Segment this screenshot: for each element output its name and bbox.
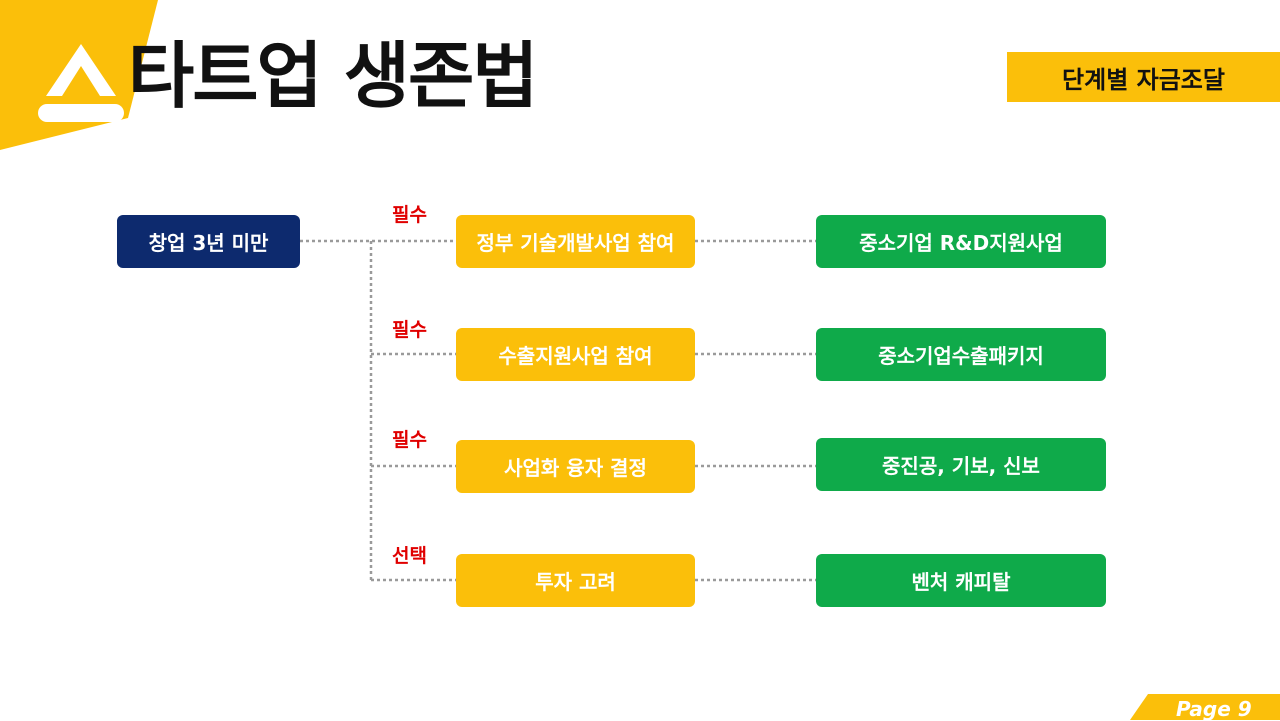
step-node: 투자 고려 xyxy=(456,554,695,607)
start-node: 창업 3년 미만 xyxy=(117,215,300,268)
program-node: 중진공, 기보, 신보 xyxy=(816,438,1106,491)
requirement-label: 선택 xyxy=(392,545,427,567)
page-title: 타트업 생존법 xyxy=(128,34,539,118)
requirement-label: 필수 xyxy=(392,429,427,451)
page-tab-shape xyxy=(1130,694,1280,720)
step-node: 정부 기술개발사업 참여 xyxy=(456,215,695,268)
program-node: 중소기업수출패키지 xyxy=(816,328,1106,381)
title-initial-logo xyxy=(38,44,124,122)
page-number: Page 9 xyxy=(1176,697,1252,721)
requirement-label: 필수 xyxy=(392,204,427,226)
program-node: 벤처 캐피탈 xyxy=(816,554,1106,607)
requirement-label: 필수 xyxy=(392,319,427,341)
section-tag: 단계별 자금조달 xyxy=(1007,52,1280,102)
step-node: 사업화 융자 결정 xyxy=(456,440,695,493)
program-node: 중소기업 R&D지원사업 xyxy=(816,215,1106,268)
step-node: 수출지원사업 참여 xyxy=(456,328,695,381)
